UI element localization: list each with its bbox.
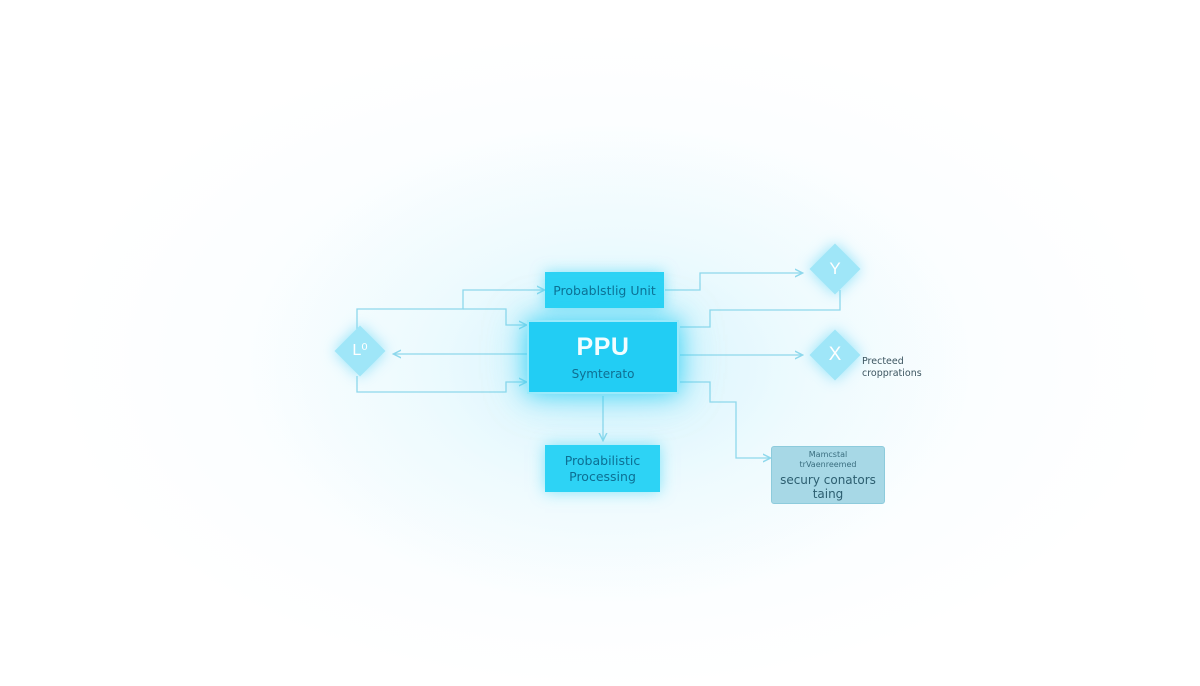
wire-ppu-to-y <box>680 290 841 328</box>
wire-left-to-ppu <box>463 308 526 325</box>
probabilistic-processing-box: Probabilistic Processing <box>545 445 660 492</box>
probabilistic-unit-label: Probablstlig Unit <box>553 282 656 298</box>
ppu-title: PPU <box>576 333 630 361</box>
ppu-subtitle: Symterato <box>571 367 635 381</box>
wire-ppu-to-security <box>680 381 770 458</box>
security-box: Mamcstal trVaenreemed secury conators ta… <box>771 446 885 504</box>
security-small-line2: trVaenreemed <box>799 459 857 469</box>
wire-left-bottom <box>356 376 526 393</box>
security-line2: taing <box>812 486 844 501</box>
side-note-line2: cropprations <box>862 368 922 379</box>
x-node-label: X <box>828 344 842 365</box>
wire-unit-to-y <box>665 273 802 291</box>
processing-label-line2: Processing <box>569 468 636 484</box>
processing-label-line1: Probabilistic <box>564 452 641 468</box>
left-node-icon: L⁰ <box>352 342 368 359</box>
probabilistic-unit-box: Probablstlig Unit <box>545 272 664 308</box>
wire-left-top <box>356 290 544 332</box>
side-note: Precteed cropprations <box>862 356 922 380</box>
ppu-box: PPU Symterato <box>527 320 679 394</box>
security-line1: secury conators <box>780 472 876 487</box>
security-small-line1: Mamcstal <box>808 449 848 459</box>
side-note-line1: Precteed <box>862 356 904 367</box>
y-node-label: Y <box>829 259 841 278</box>
